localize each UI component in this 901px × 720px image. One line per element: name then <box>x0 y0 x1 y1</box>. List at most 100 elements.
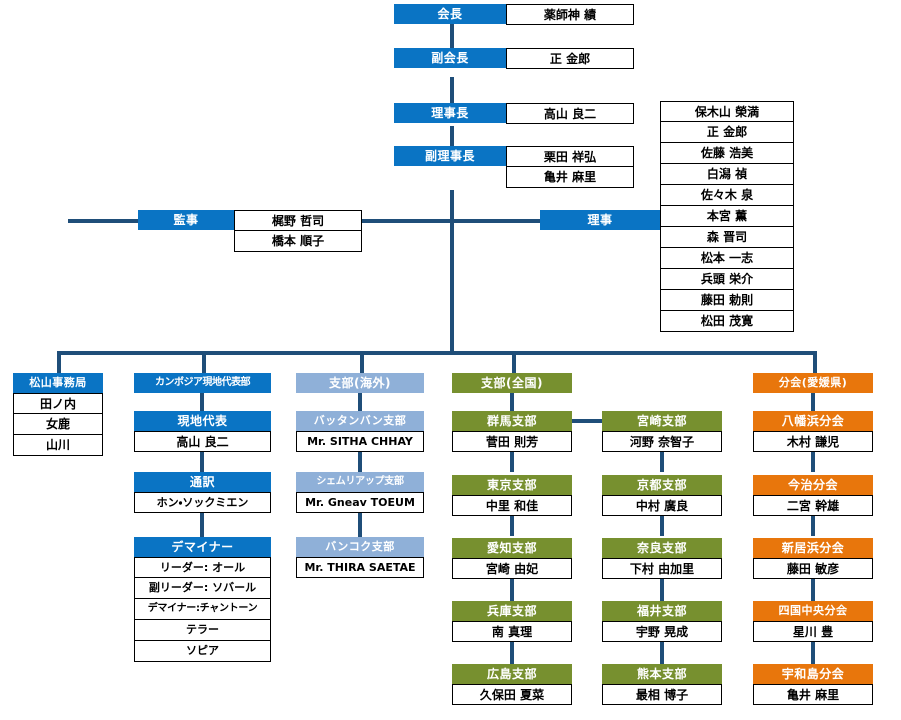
overseas-connector-2 <box>358 452 362 472</box>
node-hiroshima: 広島支部 久保田 夏菜 <box>452 664 572 705</box>
member-cell: 亀井 麻里 <box>506 167 634 188</box>
division-bus-bar <box>57 351 817 355</box>
miyazaki-label: 宮崎支部 <box>602 411 722 431</box>
gunma-label: 群馬支部 <box>452 411 572 431</box>
node-niihama: 新居浜分会 藤田 敏彦 <box>753 538 873 579</box>
member-cell: 正 金郎 <box>660 122 794 143</box>
member-cell: 松田 茂寛 <box>660 311 794 332</box>
node-rijicho: 理事長 高山 良二 <box>394 103 634 124</box>
siemreap-label: シェムリアップ支部 <box>296 472 424 492</box>
member-cell: 下村 由加里 <box>602 558 722 579</box>
kanji-label: 監事 <box>138 210 234 230</box>
member-cell: 藤田 敏彦 <box>753 558 873 579</box>
domestic-b-connector-3 <box>660 579 664 601</box>
member-cell: 橋本 順子 <box>234 231 362 252</box>
overseas-connector-3 <box>358 513 362 537</box>
domestic-b-connector-2 <box>660 516 664 536</box>
member-cell: 松本 一志 <box>660 248 794 269</box>
domestic-connector-2 <box>510 452 514 472</box>
cambodia-label: カンボジア現地代表部 <box>134 373 271 393</box>
bus-drop-ehime <box>813 351 817 373</box>
member-cell: リーダー: オール <box>134 557 271 578</box>
member-cell: 菅田 則芳 <box>452 431 572 452</box>
uwajima-label: 宇和島分会 <box>753 664 873 684</box>
node-cambodia-header: カンボジア現地代表部 <box>134 373 271 393</box>
bus-drop-domestic <box>512 351 516 373</box>
overseas-label: 支部(海外) <box>296 373 424 393</box>
yawatahama-label: 八幡浜分会 <box>753 411 873 431</box>
spine-connector-top <box>450 24 454 56</box>
node-overseas-header: 支部(海外) <box>296 373 424 393</box>
cambodia-connector-3 <box>200 513 204 537</box>
rijicho-label: 理事長 <box>394 103 506 123</box>
kaicho-label: 会長 <box>394 4 506 24</box>
node-riji-label: 理事 <box>540 210 660 230</box>
spine-connector-mid <box>450 77 454 105</box>
fukui-label: 福井支部 <box>602 601 722 621</box>
spine-connector-bottom <box>450 190 454 354</box>
node-siemreap: シェムリアップ支部 Mr. Gneav TOEUM <box>296 472 424 513</box>
bus-drop-cambodia <box>202 351 206 373</box>
domestic-connector-3 <box>510 516 514 536</box>
node-fuku-rijicho: 副理事長 栗田 祥弘 亀井 麻里 <box>394 146 634 188</box>
member-cell: 中里 和佳 <box>452 495 572 516</box>
member-cell: 副リーダー: ソバール <box>134 578 271 599</box>
member-cell: 佐々木 泉 <box>660 185 794 206</box>
kyoto-label: 京都支部 <box>602 475 722 495</box>
member-cell: テラー <box>134 620 271 641</box>
node-riji-members: 保木山 榮満 正 金郎 佐藤 浩美 白潟 禎 佐々木 泉 本宮 薫 森 晋司 松… <box>660 101 794 332</box>
ehime-connector-2 <box>811 452 815 472</box>
member-cell: 最相 博子 <box>602 684 722 705</box>
node-bangkok: バンコク支部 Mr. THIRA SAETAE <box>296 537 424 578</box>
domestic-connector-1 <box>510 393 514 411</box>
member-cell: 森 晋司 <box>660 227 794 248</box>
node-fuku-kaicho: 副会長 正 金郎 <box>394 48 634 69</box>
member-cell: ホン・ソックミエン <box>134 492 271 513</box>
member-cell: 薬師神 績 <box>506 4 634 25</box>
member-cell: 兵頭 栄介 <box>660 269 794 290</box>
node-cambodia-rep: 現地代表 高山 良二 <box>134 411 271 452</box>
node-nara: 奈良支部 下村 由加里 <box>602 538 722 579</box>
kaicho-members: 薬師神 績 <box>506 4 634 25</box>
node-yawatahama: 八幡浜分会 木村 謙児 <box>753 411 873 452</box>
cambodia-connector-2 <box>200 452 204 472</box>
bus-drop-matsuyama <box>57 351 61 373</box>
riji-label: 理事 <box>540 210 660 230</box>
node-kumamoto: 熊本支部 最相 博子 <box>602 664 722 705</box>
member-cell: 藤田 勅則 <box>660 290 794 311</box>
node-aichi: 愛知支部 宮崎 由妃 <box>452 538 572 579</box>
node-ehime-header: 分会(愛媛県) <box>753 373 873 393</box>
ehime-connector-1 <box>811 393 815 411</box>
node-cambodia-deminer: デマイナー リーダー: オール 副リーダー: ソバール デマイナー:チャントーン… <box>134 537 271 662</box>
node-gunma: 群馬支部 菅田 則芳 <box>452 411 572 452</box>
member-cell: 高山 良二 <box>506 103 634 124</box>
member-cell: 栗田 祥弘 <box>506 146 634 167</box>
member-cell: Mr. THIRA SAETAE <box>296 557 424 578</box>
member-cell: 保木山 榮満 <box>660 101 794 122</box>
member-cell: 高山 良二 <box>134 431 271 452</box>
member-cell: ソピア <box>134 641 271 662</box>
kumamoto-label: 熊本支部 <box>602 664 722 684</box>
tokyo-label: 東京支部 <box>452 475 572 495</box>
member-cell: 山川 <box>13 435 103 456</box>
member-cell: デマイナー:チャントーン <box>134 599 271 620</box>
member-cell: 白潟 禎 <box>660 164 794 185</box>
domestic-connector-4 <box>510 579 514 601</box>
rijicho-members: 高山 良二 <box>506 103 634 124</box>
member-cell: 木村 謙児 <box>753 431 873 452</box>
matsuyama-label: 松山事務局 <box>13 373 103 393</box>
aichi-label: 愛知支部 <box>452 538 572 558</box>
node-kyoto: 京都支部 中村 廣良 <box>602 475 722 516</box>
member-cell: 河野 奈智子 <box>602 431 722 452</box>
member-cell: 宮崎 由妃 <box>452 558 572 579</box>
battambang-label: バッタンバン支部 <box>296 411 424 431</box>
node-uwajima: 宇和島分会 亀井 麻里 <box>753 664 873 705</box>
spine-connector-riji <box>450 126 454 152</box>
domestic-b-connector-1 <box>660 452 664 472</box>
cambodia-rep-label: 現地代表 <box>134 411 271 431</box>
fuku-rijicho-label: 副理事長 <box>394 146 506 166</box>
member-cell: 本宮 薫 <box>660 206 794 227</box>
node-kanji: 監事 梶野 哲司 橋本 順子 <box>138 210 362 252</box>
node-domestic-header: 支部(全国) <box>452 373 572 393</box>
